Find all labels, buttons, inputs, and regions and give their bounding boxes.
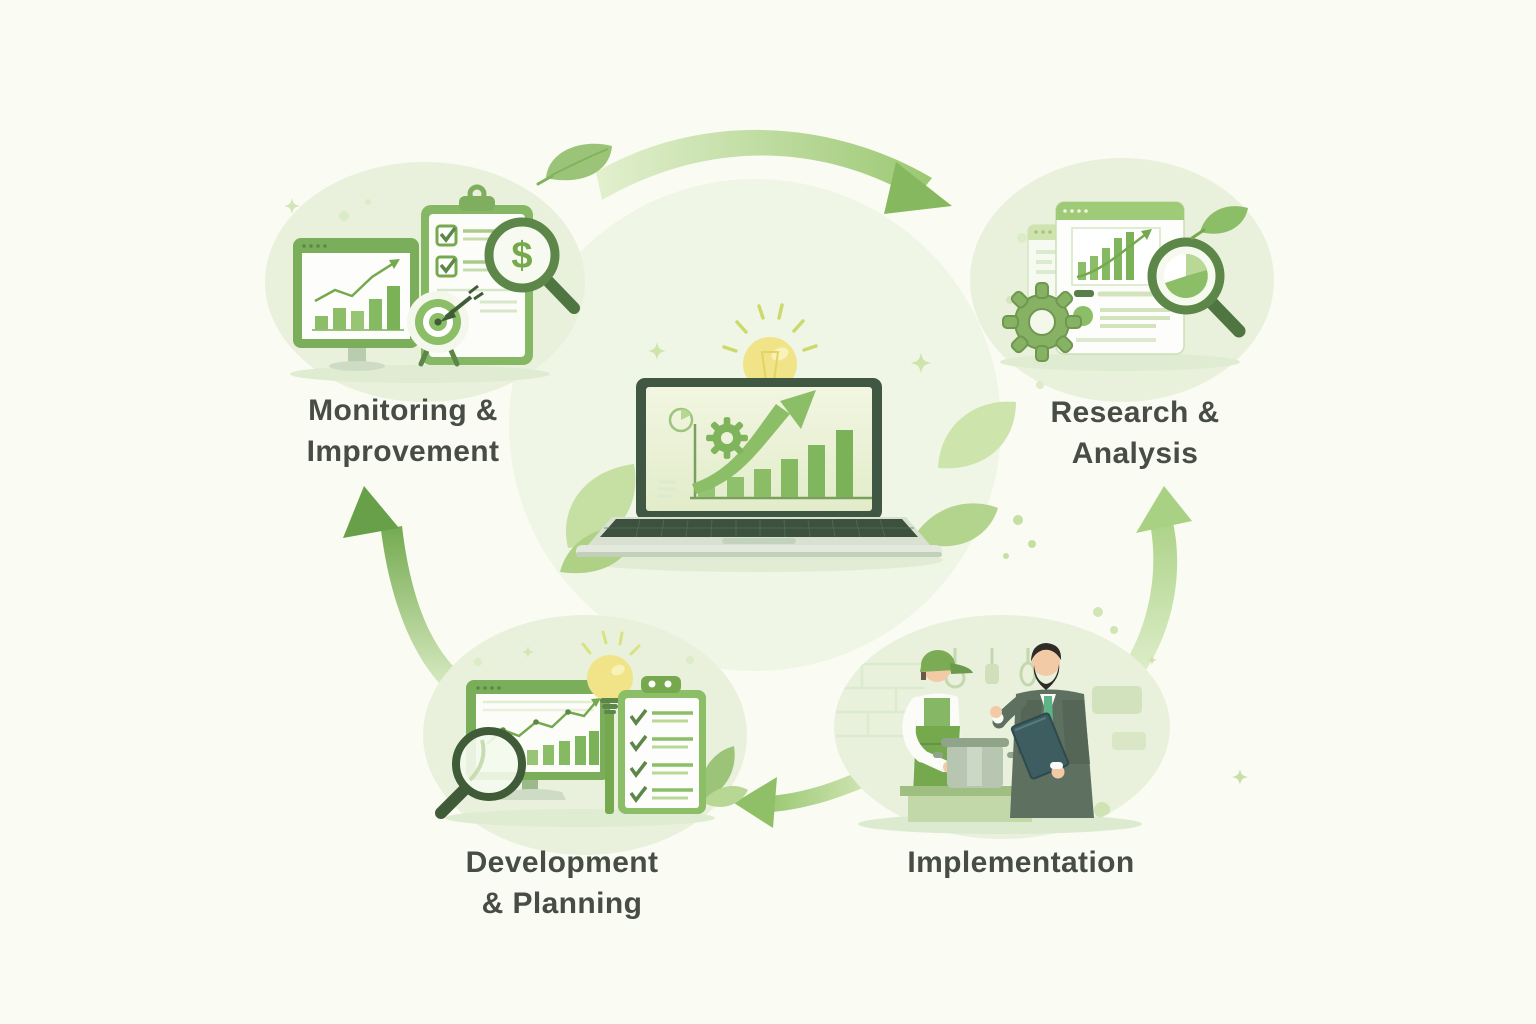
monitor-stand bbox=[522, 780, 538, 792]
laptop bbox=[576, 378, 942, 557]
leaf-icon bbox=[536, 143, 612, 186]
counter-top bbox=[900, 786, 1040, 796]
stage-label-implementation: Implementation bbox=[871, 842, 1171, 883]
consultant-head bbox=[1032, 648, 1060, 676]
arrow-bottom bbox=[734, 764, 880, 828]
arrowhead bbox=[884, 162, 952, 214]
consultant-hand bbox=[990, 706, 1002, 718]
stage-label-line: Monitoring & bbox=[308, 394, 498, 427]
desktop-monitor-icon bbox=[293, 238, 419, 371]
arrowhead bbox=[343, 486, 399, 538]
rising-arrow-icon bbox=[692, 390, 816, 494]
stage-label-line: Research & bbox=[1050, 396, 1220, 429]
stage-implementation-illustration bbox=[834, 615, 1249, 839]
leaf-icon bbox=[1190, 206, 1248, 240]
hair bbox=[1031, 643, 1062, 662]
clipboard-checklist-icon bbox=[618, 676, 706, 814]
bar-chart bbox=[312, 259, 404, 331]
line-bar-chart bbox=[486, 698, 601, 765]
bulb-rays bbox=[722, 303, 818, 353]
beard bbox=[1033, 664, 1060, 690]
cooking-pot-icon bbox=[933, 738, 1018, 788]
pie-slice bbox=[1186, 254, 1207, 276]
browser-report-icon bbox=[1055, 201, 1185, 355]
lightbulb-icon bbox=[581, 630, 641, 814]
monitor-stand bbox=[348, 348, 366, 364]
magnifier-dollar-icon: $ bbox=[484, 217, 580, 314]
gear-icon bbox=[1002, 282, 1082, 362]
checklist-item bbox=[629, 734, 693, 752]
checklist-item bbox=[629, 760, 693, 778]
plant-icon bbox=[699, 746, 748, 807]
stage-label-development: Development & Planning bbox=[412, 842, 712, 924]
dollar-glyph: $ bbox=[511, 235, 532, 277]
ground-shadow bbox=[290, 365, 550, 383]
stage-label-line: Development bbox=[465, 846, 659, 879]
arrow-top bbox=[536, 129, 952, 214]
checklist-item bbox=[629, 785, 693, 803]
stage-development-illustration bbox=[423, 615, 748, 855]
magnifier-pie-icon bbox=[1147, 237, 1246, 338]
stage-monitoring-illustration: $ bbox=[265, 162, 585, 402]
stage-label-line: Implementation bbox=[907, 846, 1135, 879]
consultant-figure bbox=[990, 643, 1094, 818]
shelf-pot bbox=[1092, 686, 1142, 714]
stage-label-line: & Planning bbox=[481, 887, 643, 920]
checklist-item bbox=[435, 255, 512, 278]
stage-research-illustration bbox=[970, 158, 1274, 402]
sparkle-icon bbox=[1231, 768, 1249, 786]
bulb-pole bbox=[605, 710, 614, 814]
arrowhead bbox=[1136, 486, 1192, 533]
stage-label-research: Research & Analysis bbox=[985, 392, 1285, 474]
magnifier-icon bbox=[435, 727, 526, 819]
chef-cap bbox=[920, 649, 956, 672]
stage-label-line: Improvement bbox=[306, 435, 500, 468]
arrow-right bbox=[1108, 486, 1192, 698]
axis-ticks bbox=[658, 480, 676, 498]
chef-apron-bib bbox=[924, 698, 950, 726]
gear-icon bbox=[706, 417, 748, 459]
stage-label-monitoring: Monitoring & Improvement bbox=[253, 390, 553, 472]
laptop-keyboard bbox=[576, 517, 942, 557]
pie-doodle-icon bbox=[668, 407, 694, 433]
checklist-item bbox=[629, 708, 693, 726]
target-dart-icon bbox=[407, 284, 484, 367]
stage-label-line: Analysis bbox=[1071, 437, 1199, 470]
checklist-item bbox=[435, 224, 512, 247]
bar-chart bbox=[1076, 229, 1152, 280]
ground-shadow bbox=[1000, 353, 1240, 371]
arrowhead bbox=[734, 777, 777, 828]
center-illustration bbox=[509, 179, 1118, 671]
arrow-left bbox=[343, 486, 466, 694]
